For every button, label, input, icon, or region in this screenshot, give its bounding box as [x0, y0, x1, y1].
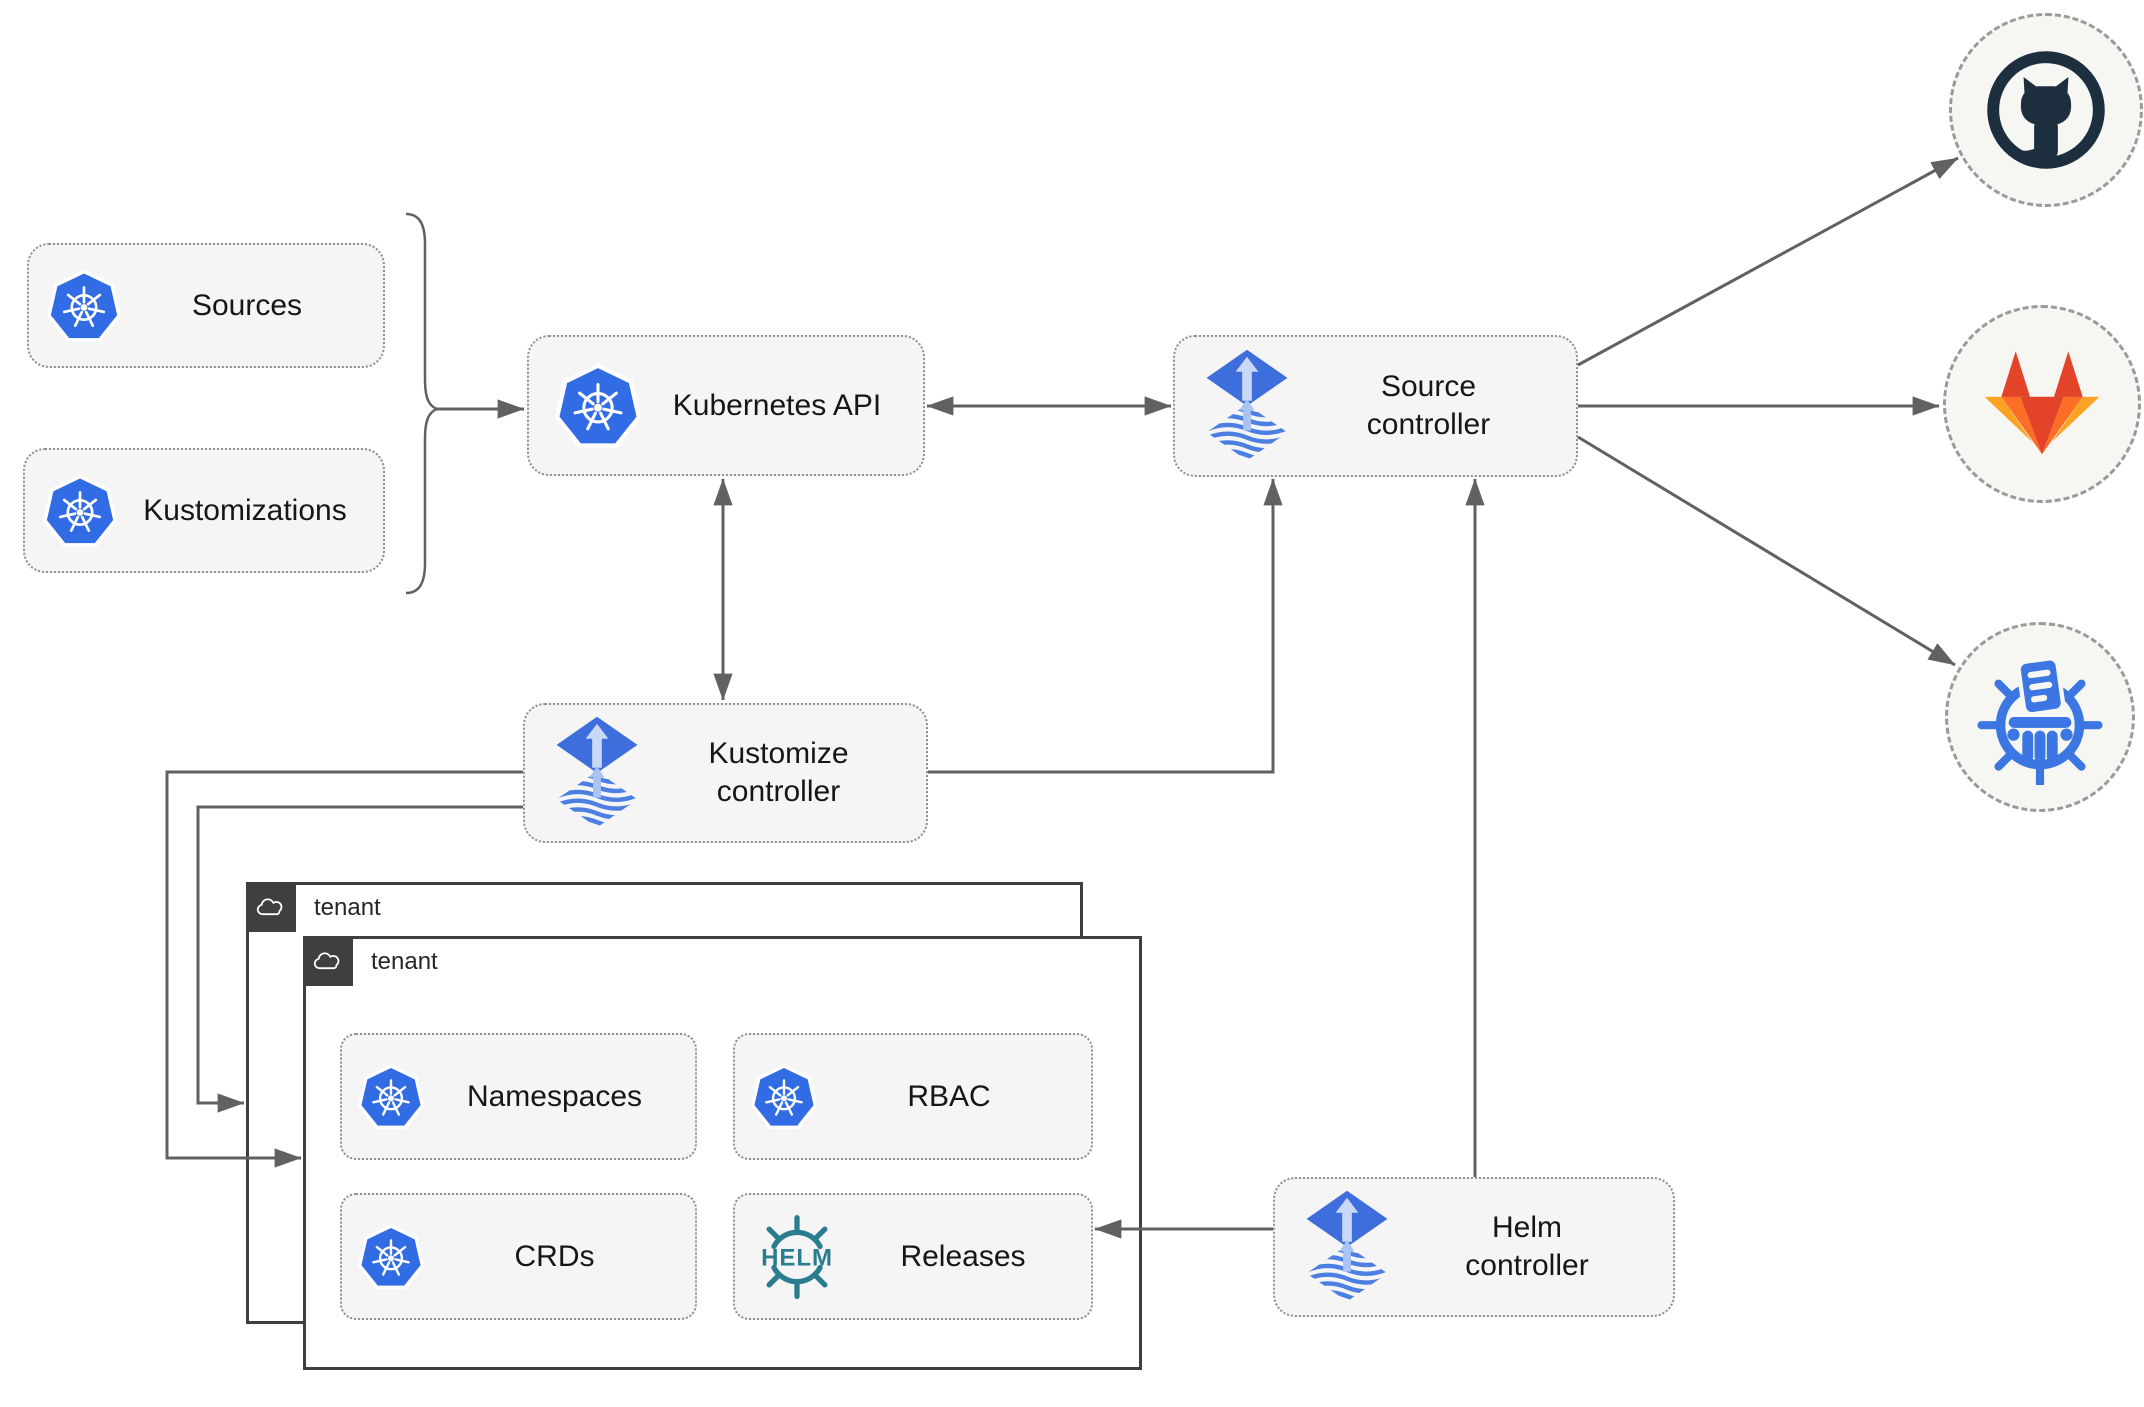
external-chartmuseum: [1945, 622, 2135, 812]
external-github: [1949, 13, 2143, 207]
node-label: Kustomize controller: [708, 737, 849, 808]
node-source-controller: Source controller: [1173, 335, 1578, 477]
node-label: Namespaces: [466, 1079, 643, 1113]
node-kubernetes-api: Kubernetes API: [527, 335, 925, 476]
node-releases: HELM Releases: [733, 1193, 1093, 1320]
arrow-kustomize-to-source: [928, 478, 1283, 774]
node-label: RBAC: [907, 1079, 991, 1113]
tenant-label: tenant: [314, 894, 381, 921]
node-label: Source controller: [1366, 370, 1491, 441]
node-kustomize-controller: Kustomize controller: [523, 703, 928, 843]
helm-logo-text: HELM: [761, 1244, 833, 1271]
external-gitlab: [1943, 305, 2141, 503]
cloud-icon: [310, 949, 346, 973]
kubernetes-icon: [555, 363, 641, 449]
cloud-icon: [253, 895, 289, 919]
node-namespaces: Namespaces: [340, 1033, 697, 1160]
helm-icon: HELM: [761, 1214, 833, 1299]
kubernetes-icon: [47, 269, 121, 343]
node-sources: Sources: [27, 243, 385, 368]
node-label: Helm controller: [1465, 1211, 1589, 1282]
flux-icon: [553, 715, 641, 831]
github-icon: [1980, 44, 2112, 176]
gitlab-icon: [1982, 349, 2102, 459]
bracket-sources-group: [405, 212, 441, 595]
flux-icon: [1303, 1189, 1391, 1305]
node-kustomizations: Kustomizations: [23, 448, 385, 573]
tenant-tab: [303, 936, 353, 986]
kubernetes-icon: [358, 1064, 424, 1130]
node-rbac: RBAC: [733, 1033, 1093, 1160]
tenant-label: tenant: [371, 948, 438, 975]
node-helm-controller: Helm controller: [1273, 1177, 1675, 1317]
arrow-source-to-github: [1577, 156, 1959, 367]
kubernetes-icon: [751, 1064, 817, 1130]
node-label: Releases: [900, 1239, 1026, 1273]
node-label: Sources: [191, 288, 303, 322]
arrow-source-to-chartmuseum: [1577, 435, 1956, 667]
kubernetes-icon: [43, 474, 117, 548]
tenant-tab: [246, 882, 296, 932]
node-label: Kustomizations: [143, 493, 347, 527]
flux-icon: [1203, 348, 1291, 464]
node-label: Kubernetes API: [672, 388, 882, 422]
node-label: CRDs: [514, 1239, 595, 1273]
chartmuseum-icon: [1972, 649, 2108, 785]
node-crds: CRDs: [340, 1193, 697, 1320]
kubernetes-icon: [358, 1224, 424, 1290]
